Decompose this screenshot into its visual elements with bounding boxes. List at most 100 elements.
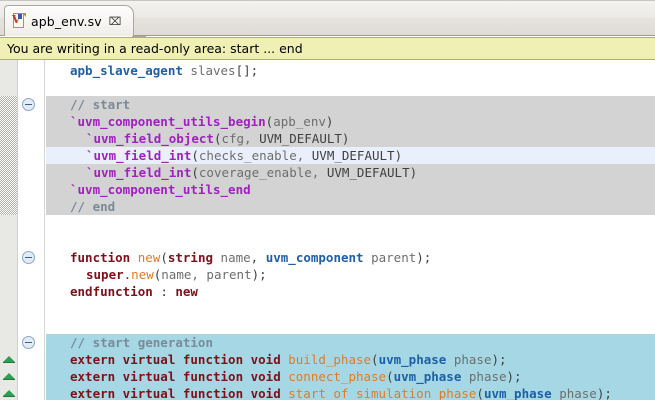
code-token: string	[167, 250, 214, 265]
code-token: [];	[235, 63, 259, 78]
code-line[interactable]: // start generation	[46, 334, 655, 351]
readonly-info-message: You are writing in a read-only area: sta…	[7, 41, 303, 56]
code-line[interactable]: apb_slave_agent slaves[];	[46, 62, 655, 79]
readonly-hatch-marker	[0, 96, 17, 215]
editor-tab-bar: V apb_env.sv ⌧	[0, 0, 655, 37]
code-token: UVM_DEFAULT	[326, 165, 410, 180]
code-token: coverage_enable,	[198, 165, 327, 180]
current-line-highlight	[46, 147, 655, 164]
tab-title: apb_env.sv	[31, 13, 102, 29]
code-token: (	[153, 267, 162, 282]
annotation-ruler[interactable]	[0, 60, 18, 400]
fold-collapse-icon[interactable]	[22, 336, 35, 349]
close-icon[interactable]: ⌧	[108, 14, 122, 28]
code-line[interactable]: extern virtual function void start_of_si…	[46, 385, 655, 400]
code-surface[interactable]: apb_slave_agent slaves[]; // start`uvm_c…	[46, 60, 655, 400]
code-token: apb_env	[273, 114, 326, 129]
code-token: (	[476, 386, 484, 400]
code-token: extern virtual function void	[70, 369, 281, 384]
code-token: phase	[453, 352, 492, 367]
code-token: extern virtual function void	[70, 386, 281, 400]
code-line[interactable]: `uvm_field_object(cfg, UVM_DEFAULT)	[46, 130, 655, 147]
code-line[interactable]: function new(string name, uvm_component …	[46, 249, 655, 266]
code-token: // start	[70, 97, 131, 112]
code-token: extern virtual function void	[70, 352, 281, 367]
code-token: );	[596, 386, 612, 400]
change-marker-icon[interactable]	[3, 390, 15, 397]
fold-collapse-icon[interactable]	[22, 98, 35, 111]
code-token: name	[220, 250, 251, 265]
code-token: phase	[559, 386, 597, 400]
code-token: );	[251, 267, 267, 282]
code-token: endfunction	[70, 284, 153, 299]
code-token: `uvm_component_utils_begin	[70, 114, 266, 129]
code-token: uvm_phase	[378, 352, 447, 367]
code-token: function	[70, 250, 131, 265]
code-token: uvm_component	[265, 250, 364, 265]
code-token: (	[160, 250, 168, 265]
change-marker-icon[interactable]	[3, 373, 15, 380]
code-line[interactable]: extern virtual function void build_phase…	[46, 351, 655, 368]
code-line[interactable]	[46, 317, 655, 334]
code-token: apb_slave_agent	[70, 63, 183, 78]
code-token	[213, 250, 221, 265]
code-token: `uvm_field_object	[86, 131, 214, 146]
code-token: ,	[250, 250, 266, 265]
code-line[interactable]: // end	[46, 198, 655, 215]
change-marker-icon[interactable]	[3, 356, 15, 363]
code-line[interactable]: `uvm_field_int(checks_enable, UVM_DEFAUL…	[46, 147, 655, 164]
code-line[interactable]	[46, 232, 655, 249]
code-token	[130, 250, 138, 265]
code-token: new	[131, 267, 154, 282]
code-token: );	[506, 369, 522, 384]
generated-region-highlight	[46, 334, 655, 400]
code-token: `uvm_component_utils_end	[70, 182, 251, 197]
code-line[interactable]: `uvm_component_utils_end	[46, 181, 655, 198]
code-line[interactable]: extern virtual function void connect_pha…	[46, 368, 655, 385]
code-token: new	[137, 250, 161, 265]
fold-collapse-icon[interactable]	[22, 251, 35, 264]
code-token: parent	[371, 250, 417, 265]
code-token: (	[191, 165, 199, 180]
code-line[interactable]: endfunction : new	[46, 283, 655, 300]
code-editor[interactable]: apb_slave_agent slaves[]; // start`uvm_c…	[0, 60, 655, 400]
code-token	[446, 352, 454, 367]
code-token: checks_enable,	[198, 148, 312, 163]
code-token: new	[175, 284, 198, 299]
code-token: start_of_simulation_phase	[288, 386, 477, 400]
code-token: (	[213, 131, 222, 146]
code-token	[364, 250, 372, 265]
code-line[interactable]: // start	[46, 96, 655, 113]
code-token: UVM_DEFAULT	[259, 131, 342, 146]
code-token: uvm_phase	[393, 369, 462, 384]
code-line[interactable]	[46, 215, 655, 232]
code-line[interactable]: `uvm_component_utils_begin(apb_env)	[46, 113, 655, 130]
code-line[interactable]	[46, 79, 655, 96]
code-token: uvm_phase	[483, 386, 552, 400]
code-token: slaves	[190, 63, 236, 78]
code-token: connect_phase	[288, 369, 387, 384]
code-token: (	[191, 148, 199, 163]
code-token: `uvm_field_int	[86, 165, 192, 180]
code-token: cfg,	[221, 131, 260, 146]
code-token: phase	[468, 369, 507, 384]
code-token: );	[491, 352, 507, 367]
code-line[interactable]: super.new(name, parent);	[46, 266, 655, 283]
code-token: :	[152, 284, 176, 299]
code-token: );	[416, 250, 432, 265]
code-token: UVM_DEFAULT	[311, 148, 395, 163]
code-line[interactable]	[46, 300, 655, 317]
code-token: // end	[70, 199, 116, 214]
code-token	[461, 369, 469, 384]
code-token: )	[409, 165, 418, 180]
code-line[interactable]: `uvm_field_int(coverage_enable, UVM_DEFA…	[46, 164, 655, 181]
code-token: (	[371, 352, 379, 367]
tab-apb-env-sv[interactable]: V apb_env.sv ⌧	[4, 5, 146, 37]
code-token: )	[341, 131, 350, 146]
readonly-info-bar: You are writing in a read-only area: sta…	[0, 37, 655, 60]
code-token: build_phase	[288, 352, 372, 367]
code-token: // start generation	[70, 335, 213, 350]
code-token: `uvm_field_int	[86, 148, 192, 163]
folding-ruler[interactable]	[19, 60, 45, 400]
